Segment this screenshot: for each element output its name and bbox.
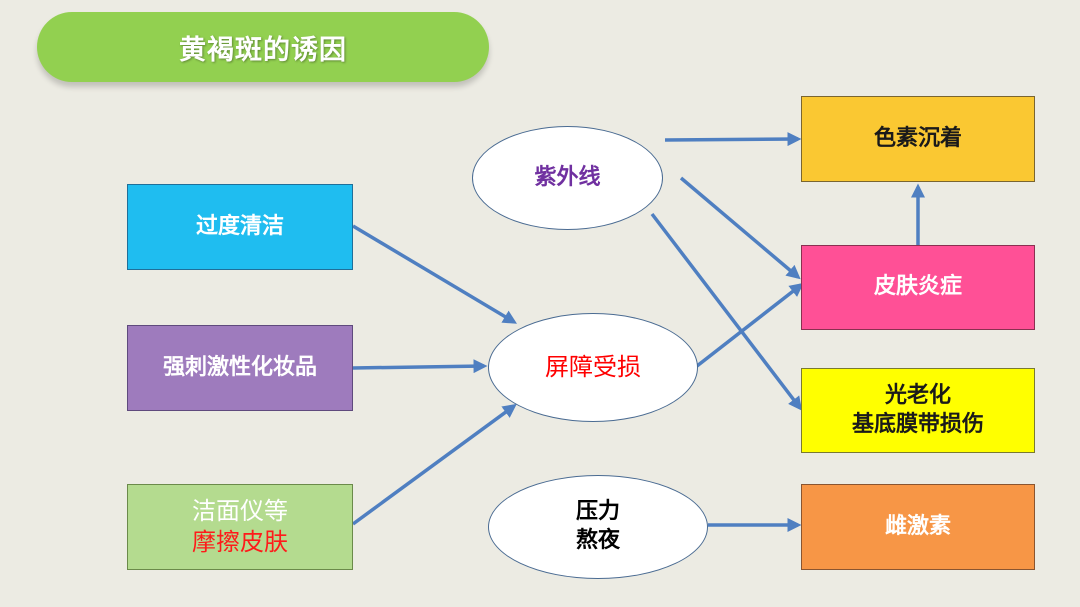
arrow-uv-to-inflammation	[679, 176, 801, 280]
oval-uv: 紫外线	[472, 126, 663, 230]
oval-label-line-1: 压力	[575, 499, 620, 525]
arrow-uv-to-pigmentation	[664, 132, 802, 147]
oval-barrier-damage: 屏障受损	[488, 313, 698, 422]
cause-label-line-2: 摩擦皮肤	[192, 528, 288, 556]
result-label: 色素沉着	[873, 125, 962, 151]
result-label: 皮肤炎症	[873, 274, 962, 300]
result-label-line-2: 基底膜带损伤	[851, 411, 984, 437]
oval-label: 屏障受损	[545, 352, 641, 381]
result-skin-inflammation: 皮肤炎症	[801, 245, 1035, 330]
cause-label-line-1: 洁面仪等	[192, 496, 288, 525]
result-estrogen: 雌激素	[801, 484, 1035, 570]
arrow-over-cleaning-to-barrier	[352, 224, 518, 324]
cause-cleansing-device: 洁面仪等 摩擦皮肤	[127, 484, 353, 570]
oval-label: 紫外线	[534, 164, 601, 190]
result-photoaging: 光老化 基底膜带损伤	[801, 368, 1035, 453]
arrow-cosmetics-to-barrier	[352, 359, 488, 374]
oval-label-line-2: 熬夜	[575, 528, 620, 553]
oval-stress-late-night: 压力 熬夜	[488, 475, 708, 579]
result-label-line-1: 光老化	[884, 382, 951, 408]
cause-over-cleaning: 过度清洁	[127, 184, 353, 270]
arrow-uv-to-photoaging	[650, 212, 803, 411]
cause-label: 过度清洁	[195, 213, 284, 239]
cause-irritating-cosmetics: 强刺激性化妆品	[127, 325, 353, 411]
page-title: 黄褐斑的诱因	[179, 34, 347, 66]
result-label: 雌激素	[884, 513, 951, 539]
cause-label: 强刺激性化妆品	[162, 354, 317, 380]
title-banner: 黄褐斑的诱因	[37, 12, 489, 82]
arrow-device-to-barrier	[351, 403, 517, 526]
arrow-barrier-to-inflammation	[695, 282, 804, 368]
result-pigmentation: 色素沉着	[801, 96, 1035, 182]
